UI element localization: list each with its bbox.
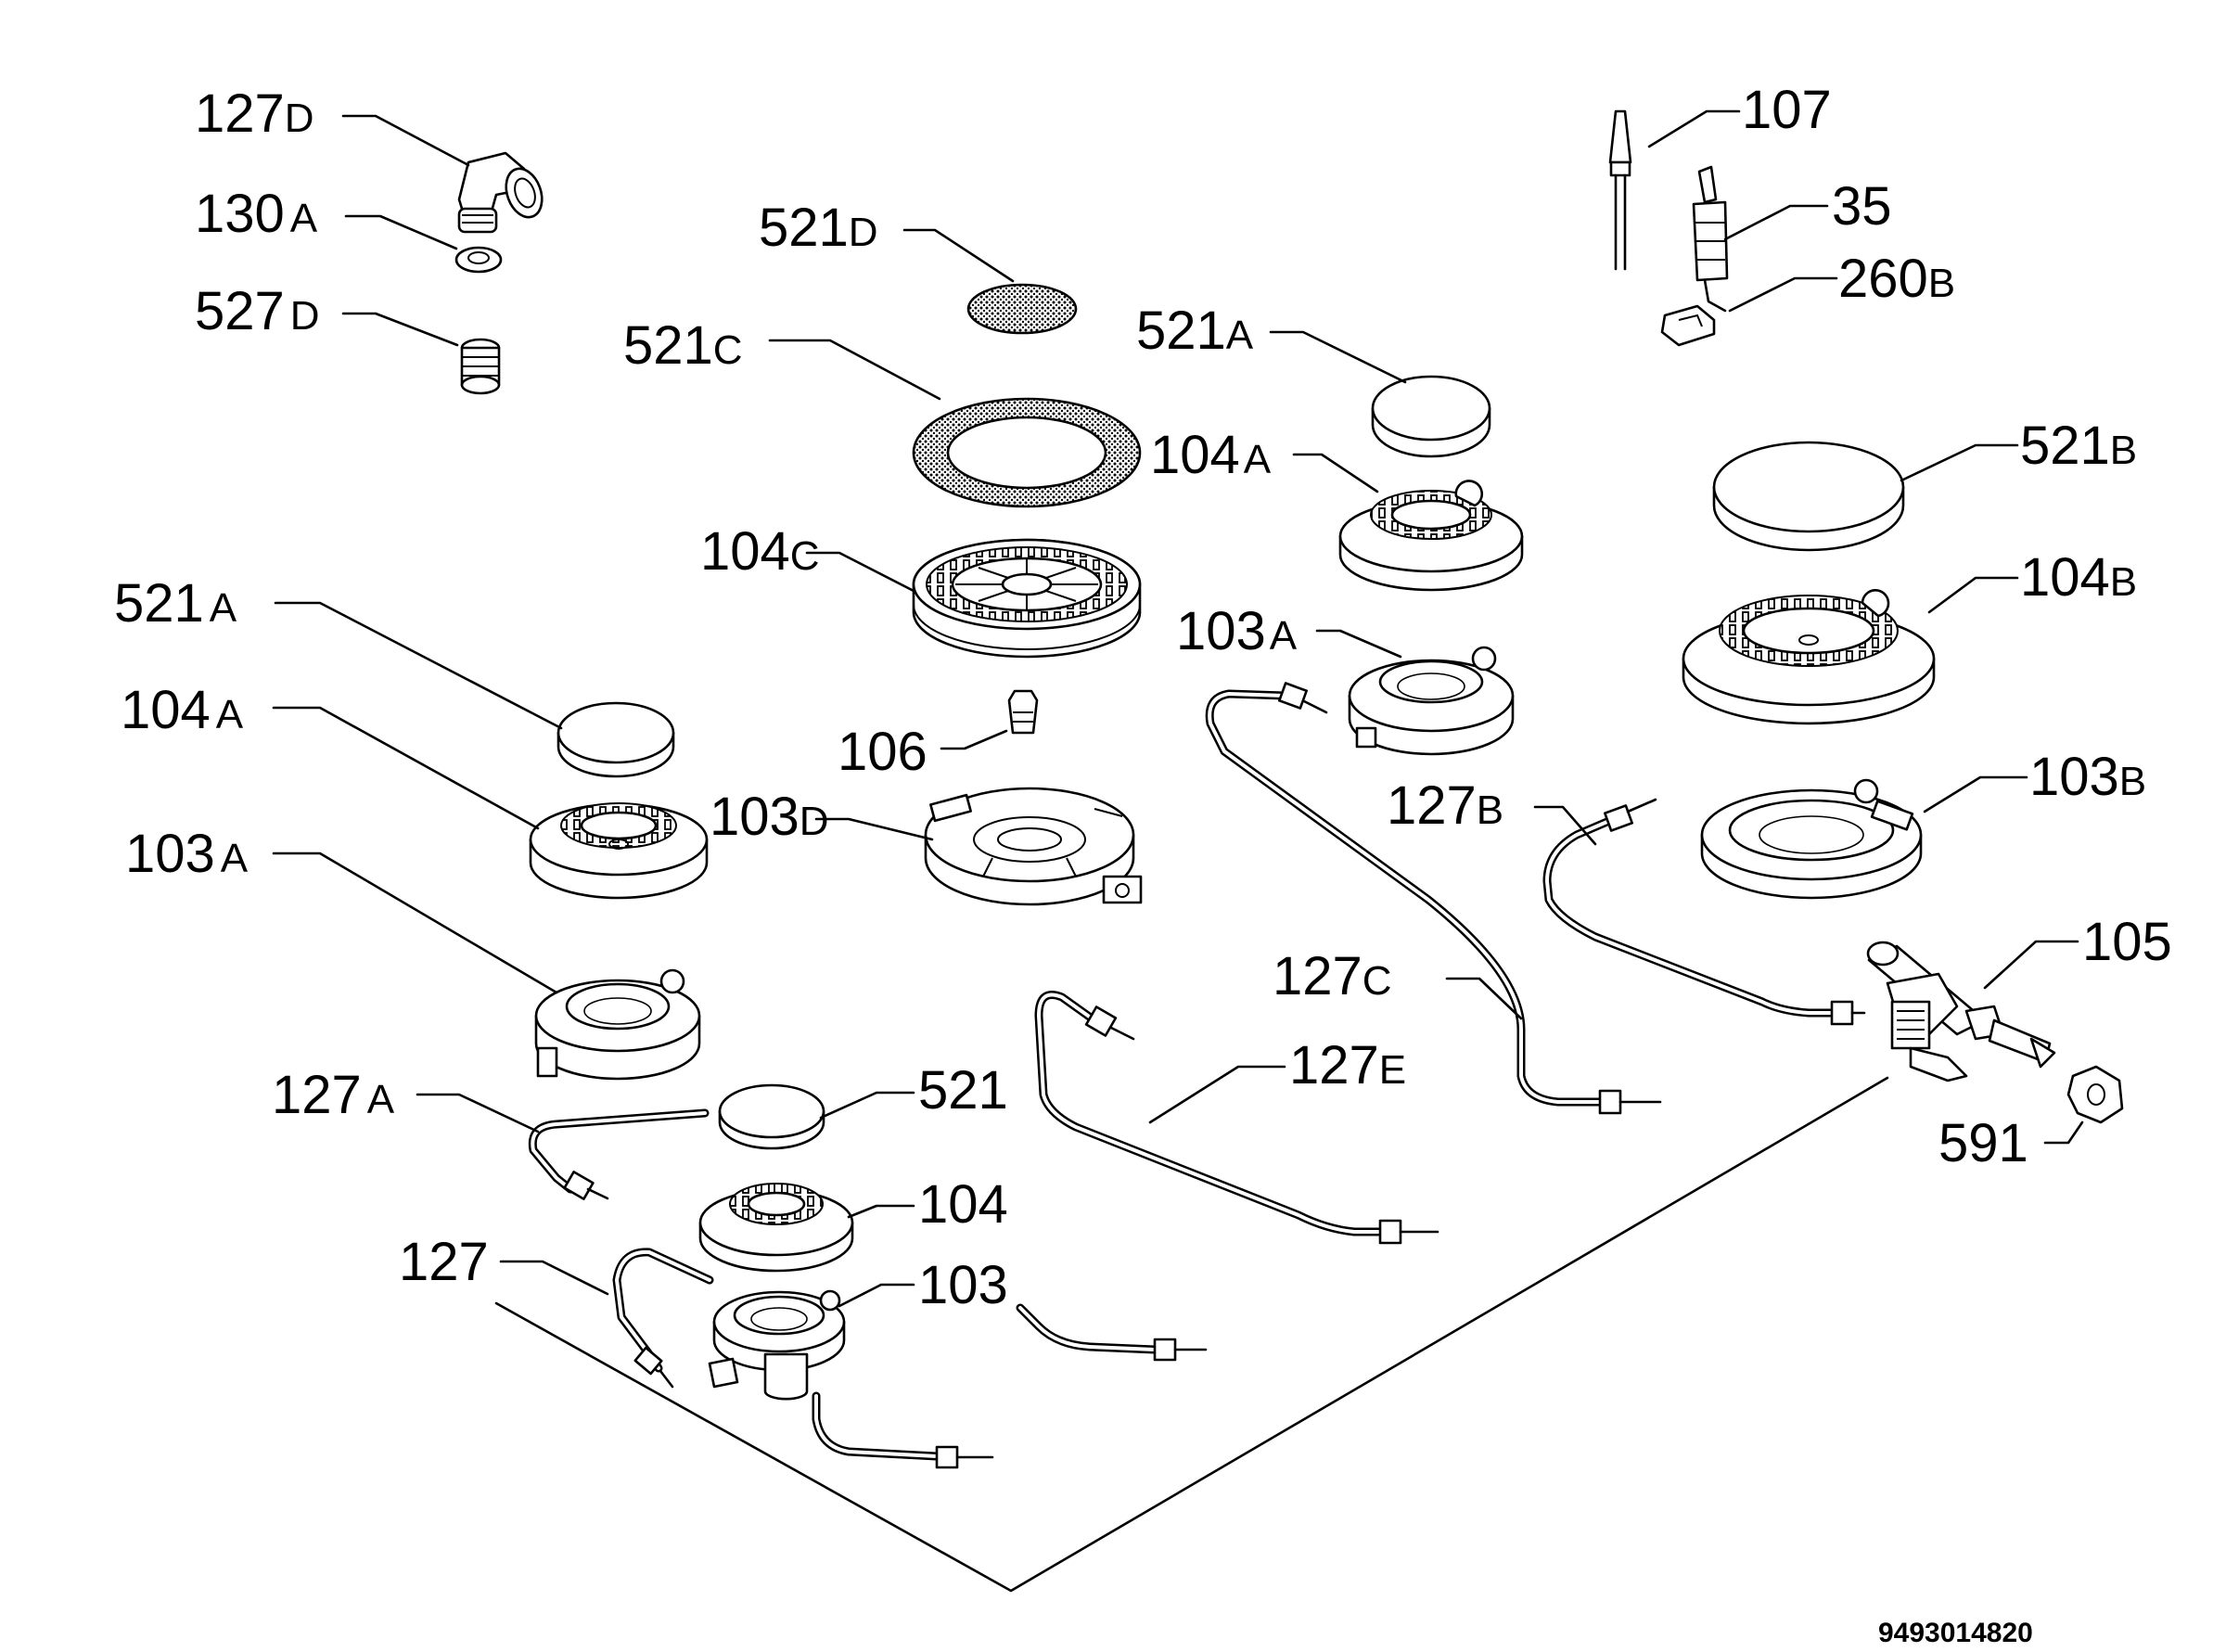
label-104a-mid: 104A <box>1150 425 1272 485</box>
gas-valve-105 <box>1866 941 2056 1082</box>
pipe-127b <box>1542 798 1866 1026</box>
assembly-outline-line <box>494 1076 1889 1593</box>
burner-head-104a-mid <box>1338 480 1524 592</box>
burner-head-104c <box>912 538 1142 659</box>
label-104b: 104B <box>2020 547 2137 608</box>
label-106: 106 <box>838 722 928 782</box>
injector-106 <box>1007 689 1039 735</box>
burner-body-103a-left <box>534 968 701 1081</box>
elbow-fitting-127d <box>457 151 544 234</box>
label-127: 127 <box>399 1232 489 1292</box>
drawing-code: 9493014820 <box>1878 1618 2033 1648</box>
clip-260b <box>1660 304 1716 347</box>
label-105: 105 <box>2082 912 2172 972</box>
label-103: 103 <box>918 1255 1008 1315</box>
label-260b: 260B <box>1838 249 1955 309</box>
cap-521a-left <box>556 701 675 778</box>
burner-body-103 <box>708 1289 846 1401</box>
pipe-127c <box>1205 682 1662 1115</box>
label-521b: 521B <box>2020 416 2137 476</box>
label-35: 35 <box>1832 176 1892 237</box>
label-127c: 127C <box>1273 946 1392 1006</box>
label-127d: 127D <box>195 83 314 144</box>
leader-lines <box>272 109 2084 1308</box>
thermocouple-107 <box>1608 109 1632 271</box>
label-107: 107 <box>1742 80 1832 140</box>
burner-head-104b <box>1682 589 1936 725</box>
burner-body-103d <box>924 787 1143 906</box>
label-104c: 104C <box>700 521 820 582</box>
label-104: 104 <box>918 1174 1008 1235</box>
cap-521d <box>966 283 1078 335</box>
cap-521 <box>718 1083 825 1150</box>
label-103b: 103B <box>2029 747 2146 807</box>
label-521a-mid: 521A <box>1136 301 1254 361</box>
ignition-electrode-35 <box>1692 165 1729 313</box>
pipe-127e <box>1034 991 1439 1245</box>
label-591: 591 <box>1938 1113 2028 1173</box>
label-127e: 127E <box>1289 1035 1406 1095</box>
cap-521a-mid <box>1371 375 1491 458</box>
washer-130a <box>454 246 503 274</box>
burner-head-104 <box>698 1183 854 1273</box>
pipe-127 <box>612 1248 714 1389</box>
label-127b: 127B <box>1387 775 1503 836</box>
label-103d: 103D <box>710 787 829 847</box>
label-521c: 521C <box>623 315 743 376</box>
pipe-127a <box>528 1108 710 1200</box>
pipe-103-tail-b <box>1016 1303 1208 1362</box>
burner-body-103b <box>1700 778 1923 900</box>
ring-cap-521c <box>912 397 1142 508</box>
label-521: 521 <box>918 1060 1008 1121</box>
nipple-527d <box>460 338 501 395</box>
cap-521b <box>1712 441 1905 552</box>
spacer-591 <box>2066 1065 2124 1124</box>
pipe-103-tail-a <box>812 1391 994 1469</box>
label-103a-mid: 103A <box>1176 601 1298 661</box>
label-521d: 521D <box>759 198 878 258</box>
burner-head-104a-left <box>529 802 709 900</box>
burner-body-103a-mid <box>1348 646 1515 756</box>
